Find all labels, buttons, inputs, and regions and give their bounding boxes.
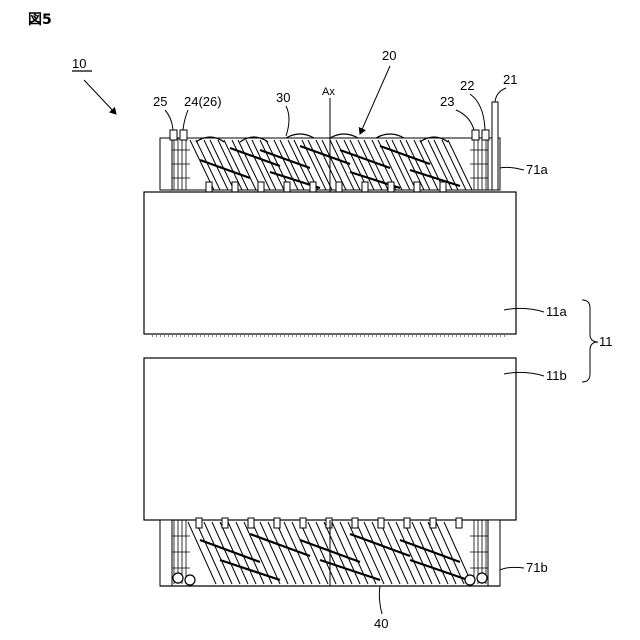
label-insulator-bottom: 71b — [526, 560, 548, 575]
leader-coil-end-bottom — [379, 586, 382, 614]
leader-lead-25 — [165, 110, 173, 130]
leader-coil-end — [286, 106, 289, 136]
label-lead-23: 23 — [440, 94, 454, 109]
leader-insulator-bottom — [500, 567, 524, 570]
label-device: 10 — [72, 56, 86, 71]
bottom-left-block — [160, 520, 172, 586]
label-lead-25: 25 — [153, 94, 167, 109]
bottom-right-block — [488, 520, 500, 586]
label-axis: Ax — [322, 86, 335, 98]
top-left-comb — [172, 138, 190, 190]
terminal-22 — [482, 130, 489, 140]
figure-title: 図5 — [28, 12, 52, 28]
label-coil-end-bottom: 40 — [374, 616, 388, 631]
label-core: 11 — [599, 334, 613, 349]
label-core-lower: 11b — [546, 368, 567, 383]
leader-stator-winding — [360, 66, 390, 134]
brace-core — [582, 300, 598, 382]
terminal-24 — [180, 130, 187, 140]
terminal-23 — [472, 130, 479, 140]
leader-lead-21 — [495, 88, 506, 102]
core-lower — [144, 358, 516, 520]
top-left-block — [160, 138, 172, 190]
leader-insulator-top — [500, 167, 524, 170]
label-lead-22: 22 — [460, 78, 474, 93]
label-stator-winding: 20 — [382, 48, 396, 63]
label-lead-24-26: 24(26) — [184, 94, 222, 109]
top-right-comb — [470, 138, 488, 190]
leader-device — [84, 80, 116, 114]
core-upper — [144, 192, 516, 334]
label-insulator-top: 71a — [526, 162, 548, 177]
leader-lead-23 — [456, 110, 474, 130]
leader-lead-24 — [183, 110, 188, 130]
label-lead-21: 21 — [503, 72, 517, 87]
label-core-upper: 11a — [546, 304, 567, 319]
terminal-21 — [492, 102, 498, 190]
label-coil-end: 30 — [276, 90, 290, 105]
terminal-25 — [170, 130, 177, 140]
